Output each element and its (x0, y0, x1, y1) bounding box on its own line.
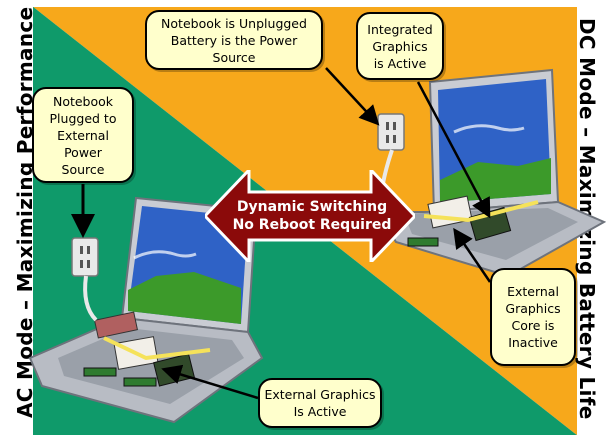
callout-text: Source (212, 49, 256, 65)
callout-text: Power (64, 144, 102, 160)
callout-text: Graphics (505, 301, 561, 316)
callout-text: Plugged to (49, 110, 117, 126)
callout-notebook-unplugged: Notebook is Unplugged Battery is the Pow… (145, 10, 323, 70)
callout-external-graphics-active: External Graphics Is Active (258, 378, 382, 428)
callout-text: Notebook (52, 93, 114, 109)
callout-text: Is Active (293, 404, 347, 419)
callout-text: Integrated (367, 21, 433, 37)
callout-text: External (57, 127, 109, 143)
switching-line-2: No Reboot Required (232, 217, 392, 233)
callout-text: Graphics (372, 38, 428, 54)
switching-line-1: Dynamic Switching (236, 199, 388, 215)
callout-text: is Active (373, 55, 427, 71)
callout-text: External (507, 284, 559, 299)
callout-text: Core is (511, 318, 555, 333)
callout-notebook-plugged: Notebook Plugged to External Power Sourc… (32, 87, 134, 183)
wall-outlet-icon (71, 237, 99, 277)
wall-outlet-icon (377, 113, 405, 151)
callout-external-graphics-inactive: External Graphics Core is Inactive (490, 268, 576, 366)
callout-text: External Graphics (264, 387, 376, 402)
callout-text: Inactive (508, 335, 558, 350)
callout-text: Source (61, 161, 105, 177)
double-arrow-icon (205, 170, 415, 262)
callout-integrated-graphics: Integrated Graphics is Active (356, 12, 444, 80)
callout-text: Notebook is Unplugged (161, 15, 307, 31)
switching-label: Dynamic Switching No Reboot Required (222, 198, 402, 234)
callout-text: Battery is the Power (170, 32, 298, 48)
